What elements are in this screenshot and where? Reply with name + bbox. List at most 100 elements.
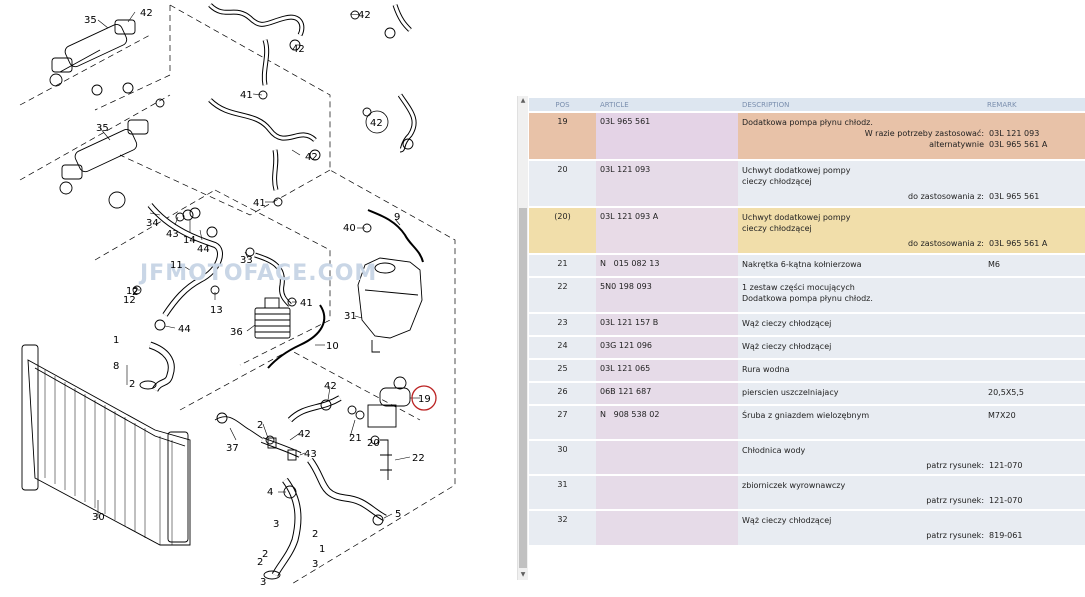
- cell-article[interactable]: 06B 121 687: [596, 381, 738, 405]
- cell-remark: [983, 117, 988, 128]
- cell-article[interactable]: 03G 121 096: [596, 335, 738, 359]
- cell-pos: 24: [529, 335, 596, 359]
- table-scrollbar[interactable]: ▲ ▼: [517, 96, 528, 580]
- sub-note-value[interactable]: 03L 121 093: [989, 129, 1040, 138]
- auxiliary-pump: [367, 376, 411, 428]
- cell-remark: [983, 282, 988, 293]
- callout-label: 2: [262, 549, 268, 560]
- callout-label: 21: [349, 433, 362, 444]
- callout-label: 42: [324, 381, 337, 392]
- description-line: pierscien uszczelniajacy: [742, 388, 839, 397]
- callout-label: 43: [304, 449, 317, 460]
- sub-note: W razie potrzeby zastosować:03L 121 093: [742, 128, 1085, 139]
- cell-article[interactable]: [596, 474, 738, 510]
- cell-description: Wąż cieczy chłodzącej: [738, 335, 1085, 359]
- sub-note-value[interactable]: 03L 965 561 A: [989, 239, 1048, 248]
- description-line: Wąż cieczy chłodzącej: [742, 516, 832, 525]
- cell-remark: [983, 515, 988, 526]
- callout-label: 5: [395, 509, 401, 520]
- diagram-watermark: JFMOTOFACE.COM: [138, 261, 377, 286]
- callout-label: 20: [367, 438, 380, 449]
- column-header-article[interactable]: ARTICLE: [596, 98, 738, 113]
- sub-note-value[interactable]: 121-070: [989, 496, 1023, 505]
- sub-note-value[interactable]: 03L 965 561: [989, 192, 1040, 201]
- callout-label: 2: [132, 287, 138, 298]
- callout-label: 42: [358, 10, 371, 21]
- callout-label: 36: [230, 327, 243, 338]
- sub-note: do zastosowania z:03L 965 561: [742, 191, 1085, 202]
- cell-pos: 23: [529, 312, 596, 336]
- callout-label: 12: [126, 286, 139, 297]
- callout-label: 42: [298, 429, 311, 440]
- cell-remark: [983, 165, 988, 176]
- cell-pos: 27: [529, 404, 596, 440]
- scroll-thumb[interactable]: [519, 208, 527, 568]
- column-header-remark[interactable]: REMARK: [983, 98, 1085, 113]
- scroll-down-icon[interactable]: ▼: [520, 571, 526, 578]
- column-header-description[interactable]: DESCRIPTION: [738, 98, 984, 113]
- table-header-row: POS ARTICLE DESCRIPTION REMARK: [529, 98, 1085, 113]
- cell-article[interactable]: 03L 121 157 B: [596, 312, 738, 336]
- callout-label: 10: [326, 341, 339, 352]
- cell-remark: [983, 480, 988, 491]
- cell-article[interactable]: 03L 121 093: [596, 159, 738, 207]
- callout-label: 42: [305, 152, 318, 163]
- callout-label: 2: [257, 557, 263, 568]
- callout-label: 2: [257, 420, 263, 431]
- cell-article[interactable]: [596, 439, 738, 475]
- cell-pos: 31: [529, 474, 596, 510]
- cell-article[interactable]: 03L 121 065: [596, 358, 738, 382]
- callout-label: 42: [292, 44, 305, 55]
- cell-article[interactable]: 03L 965 561: [596, 111, 738, 160]
- cell-article[interactable]: [596, 509, 738, 545]
- cell-article[interactable]: N 908 538 02: [596, 404, 738, 440]
- scroll-up-icon[interactable]: ▲: [520, 97, 526, 104]
- callout-label: 41: [253, 198, 266, 209]
- cell-pos: 25: [529, 358, 596, 382]
- column-header-pos[interactable]: POS: [529, 98, 596, 113]
- dashed-frame: [19, 4, 456, 586]
- egr-cooler-bottom: [59, 119, 149, 209]
- callout-label: 44: [197, 244, 210, 255]
- callout-label: 3: [312, 559, 318, 570]
- sub-note-value[interactable]: 121-070: [989, 461, 1023, 470]
- callout-label: 11: [170, 260, 183, 271]
- sub-note-value[interactable]: 03L 965 561 A: [989, 140, 1048, 149]
- cell-article[interactable]: N 015 082 13: [596, 253, 738, 277]
- cell-pos: 22: [529, 276, 596, 313]
- sub-note: patrz rysunek:121-070: [742, 495, 1085, 506]
- table-row[interactable]: 31 zbiorniczek wyrownawczy patrz rysunek:1…: [529, 474, 1085, 510]
- callout-label: 35: [96, 123, 109, 134]
- sub-note-value[interactable]: 819-061: [989, 531, 1023, 540]
- cell-description: Dodatkowa pompa płynu chłodz.W razie pot…: [738, 111, 1085, 160]
- callout-label: 9: [394, 212, 400, 223]
- sub-note-label: do zastosowania z:: [908, 239, 985, 248]
- callout-label: 8: [113, 361, 119, 372]
- sub-note-label: patrz rysunek:: [926, 461, 985, 470]
- cell-remark: [983, 212, 988, 223]
- oil-cooler: [254, 297, 291, 339]
- description-line: zbiorniczek wyrownawczy: [742, 481, 846, 490]
- cell-article[interactable]: 5N0 198 093: [596, 276, 738, 313]
- cell-article[interactable]: 03L 121 093 A: [596, 206, 738, 254]
- description-line: 1 zestaw części mocujących: [742, 283, 855, 292]
